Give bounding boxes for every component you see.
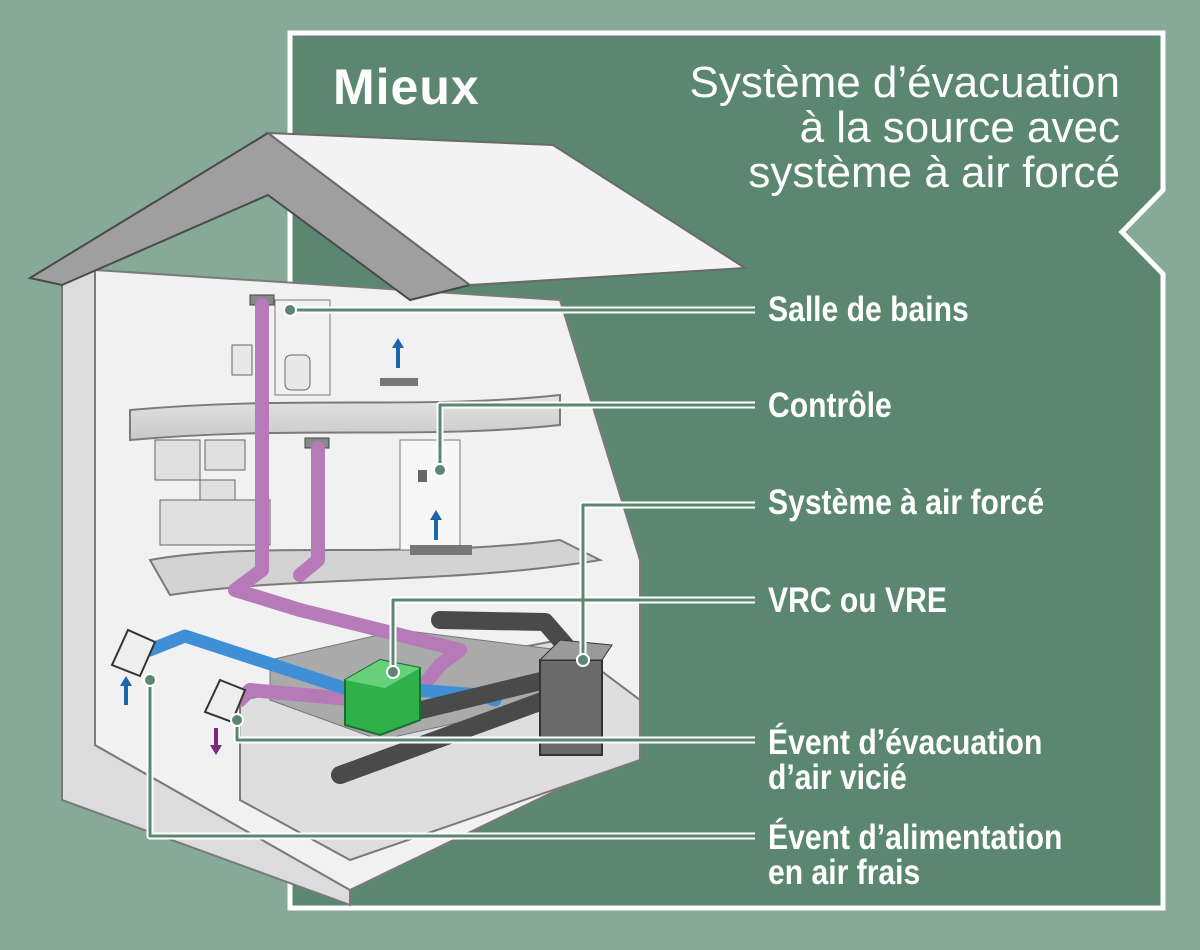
kitchen-cabinets: [154, 439, 271, 546]
control-thermostat: [418, 470, 427, 482]
leader-dots: [143, 303, 590, 727]
title-line-2: à la source avec: [799, 103, 1120, 152]
exhaust-wall-vent: [203, 678, 247, 724]
toilet: [284, 354, 311, 391]
hrv-unit: [344, 658, 421, 737]
sink: [231, 344, 253, 376]
label-forced-air: Système à air forcé: [768, 483, 1045, 522]
title-line-3: système à air forcé: [748, 148, 1120, 197]
label-hrv-erv: VRC ou VRE: [768, 581, 947, 620]
floor-grille-main: [410, 545, 472, 555]
panel-title: Système d’évacuation à la source avec sy…: [600, 60, 1120, 195]
airflow-arrows: [120, 338, 442, 755]
label-fresh-air-vent-line-1: Évent d’alimentation: [768, 818, 1063, 857]
label-control: Contrôle: [768, 386, 892, 425]
bathroom-wall: [274, 299, 331, 396]
leader-lines-inner: [148, 308, 755, 838]
roof-top: [264, 131, 749, 287]
interior-wall: [399, 439, 461, 551]
grade-heading: Mieux: [333, 59, 480, 115]
label-exhaust-vent-line-1: Évent d’évacuation: [768, 723, 1043, 762]
label-exhaust-vent-line-2: d’air vicié: [768, 758, 907, 797]
floor-grille-upper: [380, 378, 418, 386]
title-line-1: Système d’évacuation: [689, 58, 1120, 107]
fresh-air-wall-vent: [110, 628, 157, 678]
label-bathroom: Salle de bains: [768, 290, 969, 329]
label-fresh-air-vent-line-2: en air frais: [768, 853, 921, 892]
